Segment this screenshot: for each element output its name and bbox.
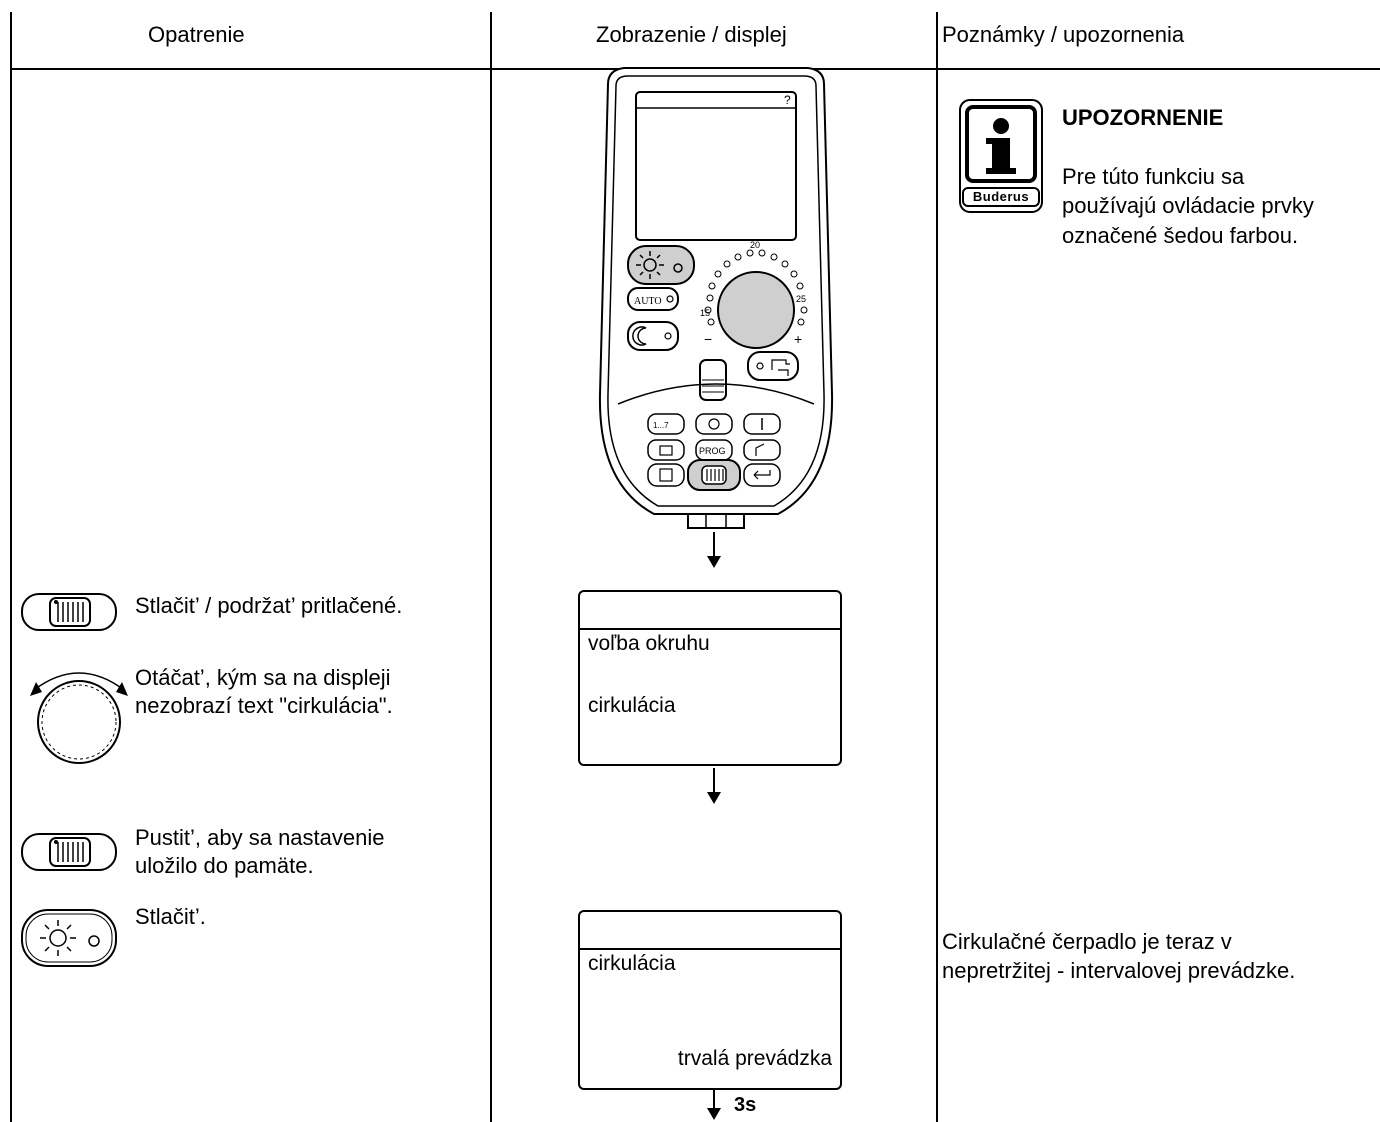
header-zobrazenie: Zobrazenie / displej [596, 22, 787, 47]
display-top-bar [580, 948, 840, 950]
sun-button-icon [20, 908, 118, 968]
notice-body-3: označené šedou farbou. [1062, 223, 1299, 248]
arrow-down-3 [702, 1090, 726, 1122]
display-screen-1: voľba okruhu cirkulácia [578, 590, 842, 766]
circuit-select-button-icon [20, 590, 118, 634]
step2-text-1: Otáčat’, kým sa na displeji [135, 665, 391, 690]
svg-text:?: ? [784, 93, 791, 107]
table-left-border [10, 12, 12, 1122]
svg-text:−: − [704, 331, 712, 347]
svg-text:+: + [794, 331, 802, 347]
rotary-knob-icon [26, 660, 132, 770]
svg-text:PROG: PROG [699, 446, 726, 456]
display-screen-2: cirkulácia trvalá prevádzka [578, 910, 842, 1090]
svg-text:25: 25 [796, 294, 806, 304]
display2-line2: trvalá prevádzka [677, 1047, 832, 1070]
info-icon: Buderus [958, 98, 1044, 214]
notice-body-1: Pre túto funkciu sa [1062, 164, 1245, 189]
header-opatrenie: Opatrenie [148, 22, 245, 47]
arrow-3s-label: 3s [734, 1094, 757, 1116]
step3-text-2: uložilo do pamäte. [135, 853, 314, 878]
step3-text-1: Pustit’, aby sa nastavenie [135, 825, 385, 850]
header-poznamky: Poznámky / upozornenia [942, 22, 1185, 47]
column-divider-1 [490, 12, 492, 1122]
svg-text:1...7: 1...7 [653, 421, 669, 430]
svg-text:20: 20 [750, 240, 760, 250]
step4-text: Stlačit’. [135, 904, 206, 929]
display2-line1: cirkulácia [588, 952, 676, 975]
display1-line2: cirkulácia [588, 694, 676, 717]
circuit-select-button-icon [20, 830, 118, 874]
svg-text:15: 15 [700, 308, 710, 318]
svg-text:AUTO: AUTO [634, 296, 662, 307]
notice-body-2: používajú ovládacie prvky [1062, 193, 1314, 218]
display-top-bar [580, 628, 840, 630]
remark-line1: Cirkulačné čerpadlo je teraz v [942, 929, 1232, 954]
arrow-down-1 [702, 532, 726, 570]
remark-line2: nepretržitej - intervalovej prevádzke. [942, 958, 1296, 983]
column-divider-2 [936, 12, 938, 1122]
buderus-logo: Buderus [972, 189, 1030, 204]
step2-text-2: nezobrazí text "cirkulácia". [135, 693, 393, 718]
notice-title: UPOZORNENIE [1062, 105, 1224, 130]
arrow-down-2 [702, 768, 726, 806]
controller-device: ? AUTO 20 25 15 − + [588, 64, 844, 542]
step1-text: Stlačit’ / podržat’ pritlačené. [135, 593, 403, 618]
display1-line1: voľba okruhu [588, 632, 710, 655]
